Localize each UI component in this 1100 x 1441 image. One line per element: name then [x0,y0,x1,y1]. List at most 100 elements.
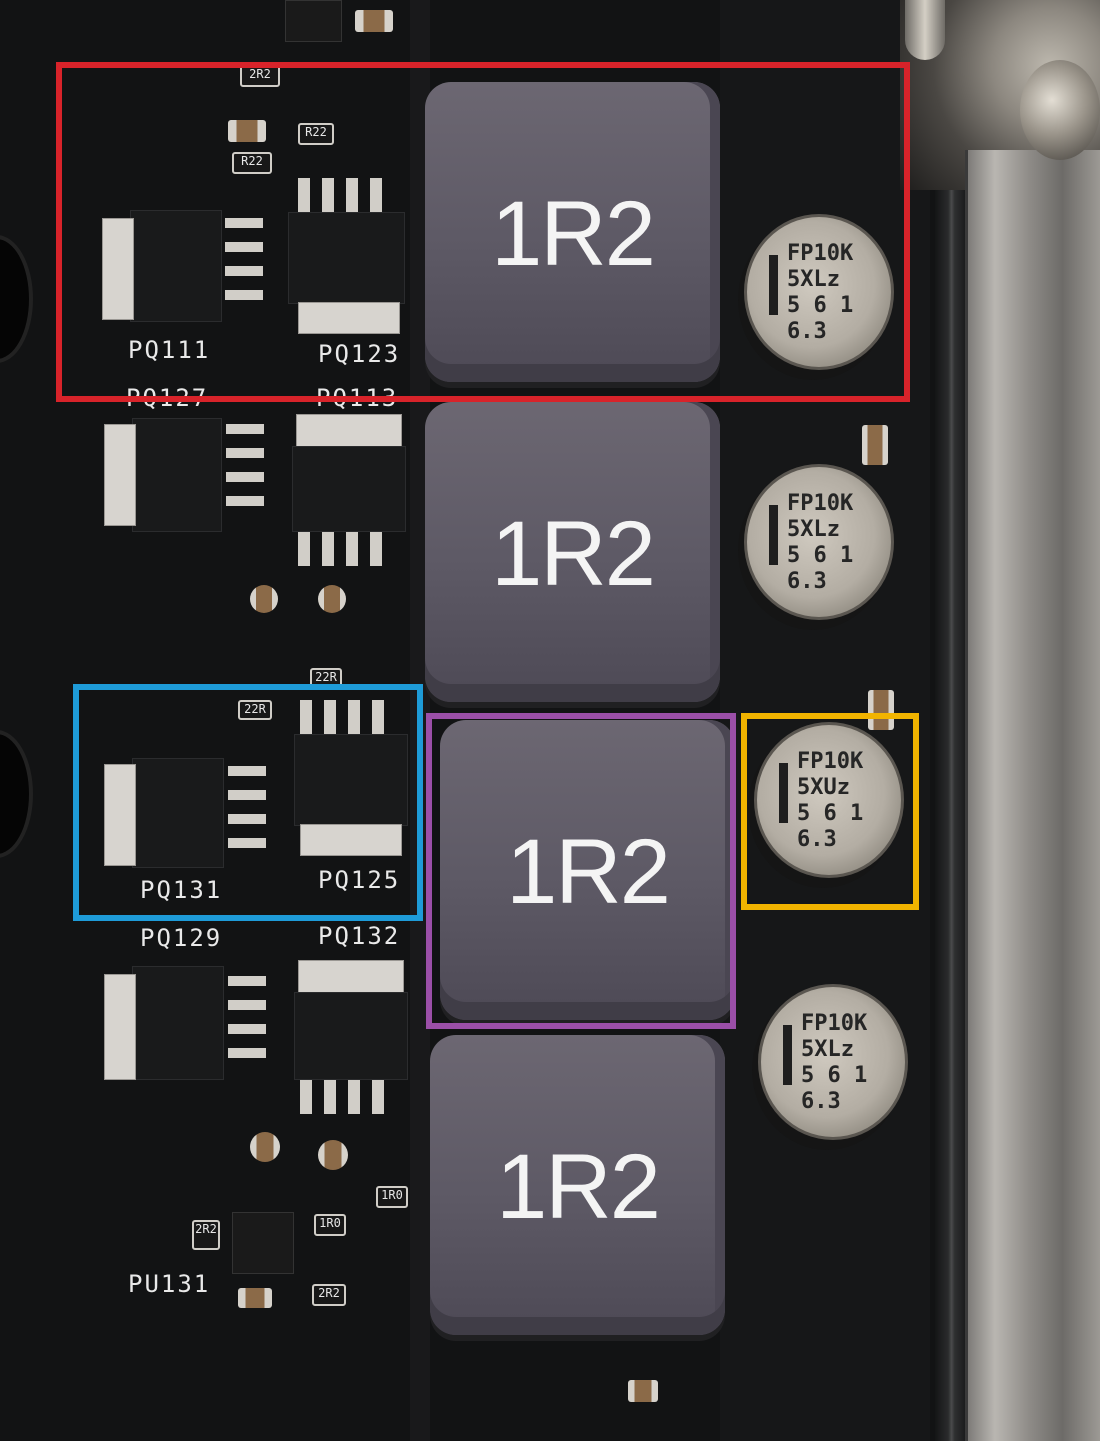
mosfet-pin [372,700,384,734]
mosfet-pq131 [132,758,224,868]
mosfet-tab [104,424,136,526]
capacitor-top: FP10K 5XLz 5 6 1 6.3 [758,984,908,1140]
mosfet-tab [102,218,134,320]
mosfet-pin [225,290,263,300]
mosfet-pin [298,178,310,212]
label-pu131: PU131 [128,1270,211,1298]
smd-capacitor [628,1380,658,1402]
mosfet-pin [228,838,266,848]
mosfet-pq125 [294,734,408,826]
mosfet-pin [226,496,264,506]
smd-resistor: 2R2 [312,1284,346,1306]
mosfet-pq113 [292,446,406,532]
capacitor-marking: FP10K 5XLz 5 6 1 6.3 [801,1011,868,1114]
smd-capacitor [868,690,894,730]
mosfet-pin [346,178,358,212]
label-pq131: PQ131 [140,876,223,904]
capacitor-marking: FP10K 5XLz 5 6 1 6.3 [787,241,854,344]
inductor-marking: 1R2 [491,183,656,285]
capacitor-1: FP10K 5XLz 5 6 1 6.3 [738,214,894,380]
capacitor-3: FP10K 5XUz 5 6 1 6.3 [748,722,904,888]
mosfet-pin [228,976,266,986]
smd-resistor: 22R [238,700,272,720]
capacitor-marking: FP10K 5XUz 5 6 1 6.3 [797,749,864,852]
inductor-marking: 1R2 [506,821,671,923]
smd-capacitor [250,1132,280,1162]
highlight-box-yellow [741,713,919,910]
inductor-marking: 1R2 [491,503,656,605]
smd-resistor: 2R2 [192,1220,220,1250]
inductor-2: 1R2 [425,402,720,702]
mosfet-pin [322,532,334,566]
mosfet-tab [296,414,402,448]
mosfet-tab [298,960,404,994]
capacitor-marking: FP10K 5XLz 5 6 1 6.3 [787,491,854,594]
highlight-box-red [56,62,910,402]
mosfet-pin [226,448,264,458]
mosfet-pin [300,700,312,734]
mosfet-pin [322,178,334,212]
polarity-stripe [783,1025,792,1085]
socket-lever-tip [905,0,945,60]
mosfet-pin [226,424,264,434]
smd-resistor: 1R0 [314,1214,346,1236]
inductor-4: 1R2 [430,1035,725,1335]
highlight-box-purple [426,713,736,1029]
label-pq129: PQ129 [140,924,223,952]
inductor-3: 1R2 [440,720,735,1020]
mounting-hole [0,730,33,858]
mounting-hole [0,235,33,363]
smd-capacitor [318,1140,348,1170]
mosfet-pin [228,766,266,776]
smd-capacitor [318,585,346,613]
smd-capacitor [862,425,888,465]
smd-resistor: R22 [232,152,272,174]
mosfet-pin [228,1048,266,1058]
label-pq125: PQ125 [318,866,401,894]
cpu-socket-lever-bar [965,150,1100,1441]
inductor-marking: 1R2 [496,1136,661,1238]
smd-capacitor [250,585,278,613]
mosfet-pin [370,532,382,566]
inductor-1: 1R2 [425,82,720,382]
polarity-stripe [769,255,778,315]
mosfet-pq129 [132,966,224,1080]
socket-screw [1020,60,1100,160]
mosfet-pin [324,1080,336,1114]
highlight-box-blue [73,684,423,921]
mosfet-tab [300,824,402,856]
label-pq132: PQ132 [318,922,401,950]
mosfet-pin [228,1024,266,1034]
mosfet-pin [225,266,263,276]
mosfet-pin [348,1080,360,1114]
mosfet-pin [228,814,266,824]
capacitor-4: FP10K 5XLz 5 6 1 6.3 [752,984,908,1150]
mosfet-pin [226,472,264,482]
controller-ic-pu131 [232,1212,294,1274]
mosfet-pin [370,178,382,212]
mosfet-pin [298,532,310,566]
mosfet-pin [348,700,360,734]
capacitor-top: FP10K 5XUz 5 6 1 6.3 [754,722,904,878]
label-pq111: PQ111 [128,336,211,364]
mosfet-tab [104,764,136,866]
capacitor-top: FP10K 5XLz 5 6 1 6.3 [744,214,894,370]
mosfet-pin [228,790,266,800]
smd-capacitor [355,10,393,32]
mosfet-pin [228,1000,266,1010]
mosfet-pin [372,1080,384,1114]
capacitor-top: FP10K 5XLz 5 6 1 6.3 [744,464,894,620]
mosfet-tab [298,302,400,334]
smd-capacitor [238,1288,272,1308]
polarity-stripe [769,505,778,565]
mosfet-pq127 [132,418,222,532]
top-ic [285,0,342,42]
polarity-stripe [779,763,788,823]
label-pq123: PQ123 [318,340,401,368]
mosfet-pq132 [294,992,408,1080]
capacitor-2: FP10K 5XLz 5 6 1 6.3 [738,464,894,630]
smd-resistor: R22 [298,123,334,145]
mosfet-pin [225,242,263,252]
mosfet-tab [104,974,136,1080]
